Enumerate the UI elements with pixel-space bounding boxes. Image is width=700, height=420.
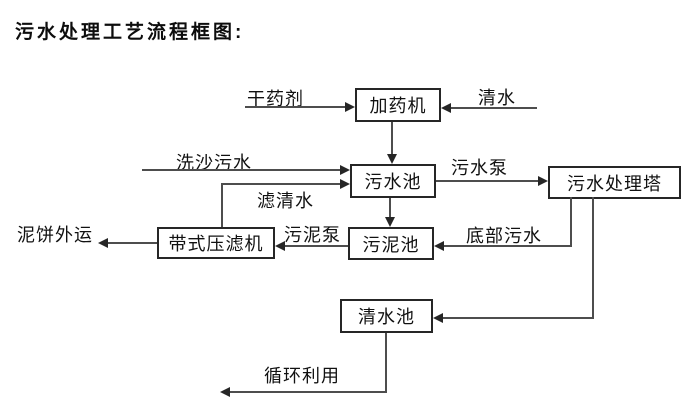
arrowhead-dosing-to-sewage <box>387 154 397 164</box>
node-belt-filter-press: 带式压滤机 <box>157 227 275 259</box>
arrowhead-sewage-pump <box>538 176 548 186</box>
arrowhead-filtered-water <box>340 179 350 189</box>
connector-bottom-sewage-line <box>444 245 571 247</box>
connector-sewage-to-sludge-line <box>389 198 391 217</box>
arrowhead-dry-agent <box>345 102 355 112</box>
connector-mud-cake-line <box>108 242 157 244</box>
arrowhead-sand-washing <box>340 165 350 175</box>
connector-bottom-sewage-drop <box>570 197 572 247</box>
node-sludge-pool: 污泥池 <box>348 227 434 260</box>
node-clean-water-pool: 清水池 <box>340 299 433 333</box>
arrowhead-bottom-sewage <box>434 241 444 251</box>
connector-dry-agent-line <box>245 106 345 108</box>
edge-label-clean-water: 清水 <box>478 88 516 108</box>
connector-sewage-pump-line <box>436 180 538 182</box>
connector-tower-to-clean-line <box>443 317 593 319</box>
edge-label-dry-agent: 干药剂 <box>247 89 304 109</box>
edge-label-recycling: 循环利用 <box>264 366 340 386</box>
edge-label-mud-cake-outbound: 泥饼外运 <box>17 225 93 245</box>
connector-dosing-to-sewage-line <box>391 122 393 154</box>
arrowhead-tower-to-clean <box>433 313 443 323</box>
connector-tower-to-clean-drop <box>592 197 594 319</box>
edge-label-sand-washing-sewage: 洗沙污水 <box>176 153 252 173</box>
connector-recycling-line <box>230 391 386 393</box>
edge-label-sludge-pump: 污泥泵 <box>284 225 341 245</box>
arrowhead-sludge-pump <box>275 241 285 251</box>
connector-recycling-drop <box>385 333 387 393</box>
edge-label-sewage-pump: 污水泵 <box>451 158 508 178</box>
node-dosing-machine: 加药机 <box>355 88 441 122</box>
edge-label-filtered-water: 滤清水 <box>257 191 314 211</box>
connector-filtered-water-line <box>221 183 340 185</box>
connector-sludge-pump-line <box>285 245 348 247</box>
node-treatment-tower: 污水处理塔 <box>548 166 681 199</box>
arrowhead-clean-water <box>441 103 451 113</box>
arrowhead-sewage-to-sludge <box>385 217 395 227</box>
node-sewage-pool: 污水池 <box>350 164 436 198</box>
arrowhead-mud-cake <box>98 238 108 248</box>
arrowhead-recycling <box>220 387 230 397</box>
connector-clean-water-line <box>451 107 537 109</box>
connector-sand-washing-line <box>142 169 340 171</box>
edge-label-bottom-sewage: 底部污水 <box>466 226 542 246</box>
connector-filtered-water-riser <box>221 183 223 227</box>
page-title: 污水处理工艺流程框图: <box>15 22 245 43</box>
